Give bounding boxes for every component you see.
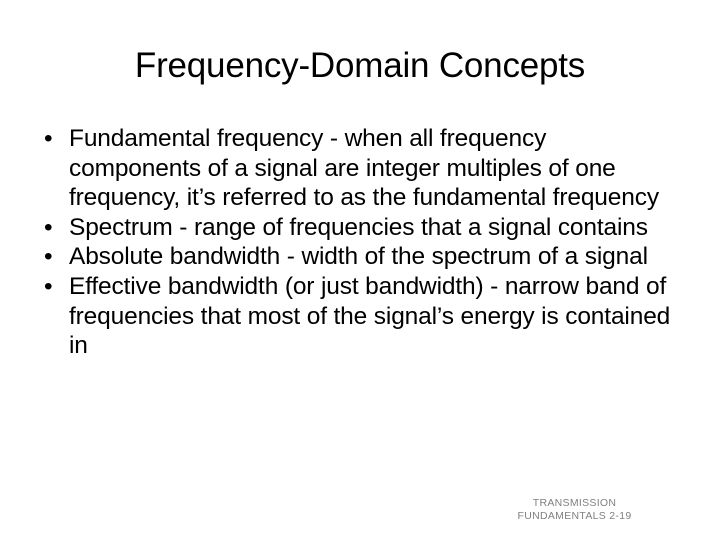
slide-body: • Fundamental frequency - when all frequ… [36, 124, 684, 361]
list-item-text: Effective bandwidth (or just bandwidth) … [69, 272, 671, 360]
bullet-point-icon: • [44, 272, 53, 300]
bullet-point-icon: • [44, 243, 53, 271]
list-item: • Effective bandwidth (or just bandwidth… [36, 272, 684, 361]
list-item: • Fundamental frequency - when all frequ… [36, 124, 684, 213]
list-item-text: Spectrum - range of frequencies that a s… [69, 213, 648, 241]
bullet-point-icon: • [44, 213, 53, 241]
list-item-text: Absolute bandwidth - width of the spectr… [69, 243, 648, 271]
page-title: Frequency-Domain Concepts [134, 46, 586, 85]
list-item: • Absolute bandwidth - width of the spec… [36, 242, 684, 272]
slide-footer: TRANSMISSION FUNDAMENTALS 2-19 [472, 497, 677, 523]
footer-source-line: TRANSMISSION [532, 497, 617, 509]
footer-reference-line: FUNDAMENTALS 2-19 [517, 510, 632, 522]
bullet-list: • Fundamental frequency - when all frequ… [36, 124, 684, 361]
list-item: • Spectrum - range of frequencies that a… [36, 213, 684, 243]
bullet-point-icon: • [44, 125, 53, 152]
list-item-text: Fundamental frequency - when all frequen… [69, 125, 659, 212]
